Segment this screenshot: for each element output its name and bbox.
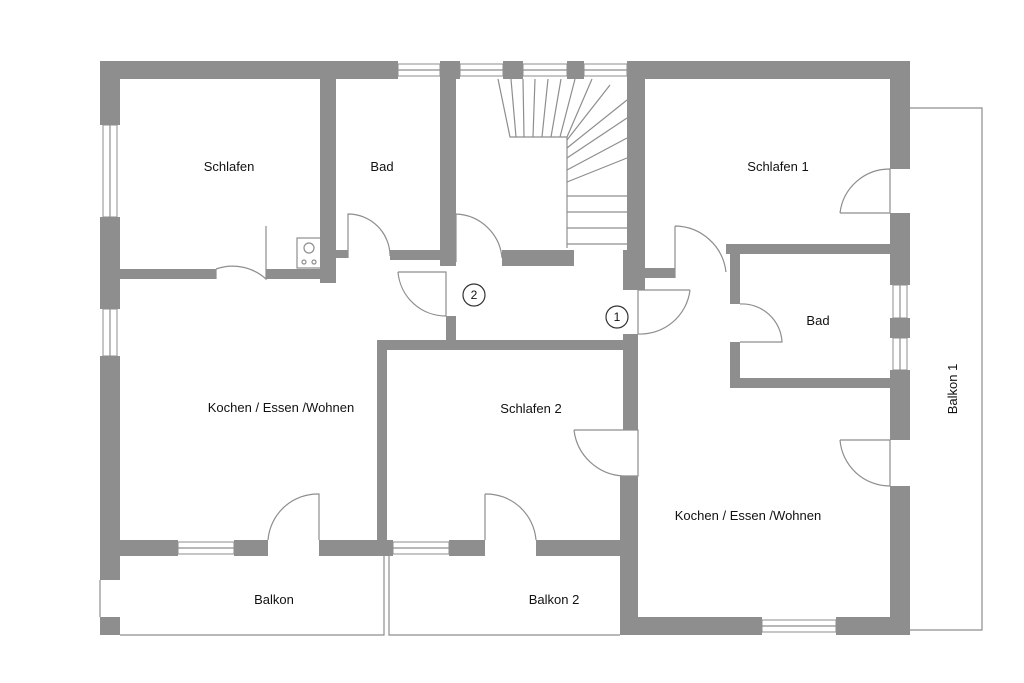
outer-walls: [100, 61, 910, 635]
wall-top-3: [503, 61, 523, 79]
marker-1-label: 1: [614, 310, 621, 324]
balconies: [99, 107, 983, 636]
wall-right-2: [890, 213, 910, 285]
wall-right-3: [890, 318, 910, 338]
wall-bottom-1: [620, 617, 762, 635]
room-label-schlafen-1: Schlafen 1: [747, 159, 808, 174]
room-label-bad-left: Bad: [370, 159, 393, 174]
wall-top-4: [567, 61, 584, 79]
wall-right-5: [890, 486, 910, 635]
room-label-balkon-1: Balkon 1: [945, 364, 960, 415]
wall-left-3: [100, 356, 120, 580]
room-label-balkon: Balkon: [254, 592, 294, 607]
marker-2-label: 2: [471, 288, 478, 302]
interior-walls: [120, 79, 890, 556]
wall-left-1: [100, 61, 120, 125]
room-label-schlafen-2: Schlafen 2: [500, 401, 561, 416]
doors: [215, 168, 891, 541]
room-label-schlafen: Schlafen: [204, 159, 255, 174]
wall-bottom-2: [836, 617, 910, 635]
wall-right-4: [890, 370, 910, 440]
wall-top-1: [100, 61, 398, 79]
room-label-balkon-2: Balkon 2: [529, 592, 580, 607]
room-label-bad-right: Bad: [806, 313, 829, 328]
room-label-kochen-right: Kochen / Essen /Wohnen: [675, 508, 821, 523]
sink-fixture: [296, 237, 322, 269]
wall-right-1: [890, 61, 910, 169]
marker-2: 2: [462, 283, 486, 307]
wall-top-5: [627, 61, 910, 79]
wall-top-2: [440, 61, 460, 79]
wall-left-2: [100, 217, 120, 309]
marker-1: 1: [605, 305, 629, 329]
windows: [102, 63, 908, 633]
room-label-kochen-left: Kochen / Essen /Wohnen: [208, 400, 354, 415]
staircase: [497, 78, 628, 248]
wall-left-4: [100, 617, 120, 635]
